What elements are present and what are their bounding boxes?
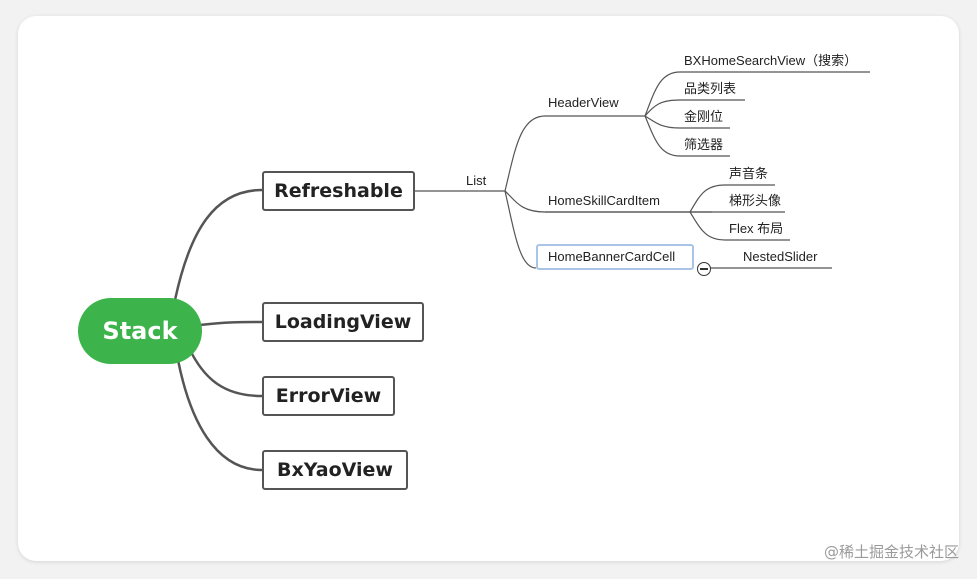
node-flex-layout[interactable]: Flex 布局 <box>729 221 784 236</box>
node-headerview[interactable]: HeaderView <box>548 95 619 110</box>
link-skill-flex <box>689 211 790 241</box>
node-nestedslider[interactable]: NestedSlider <box>743 249 818 264</box>
root-node-stack[interactable]: Stack <box>78 298 202 364</box>
node-errorview[interactable]: ErrorView <box>262 376 395 416</box>
node-refreshable[interactable]: Refreshable <box>262 171 415 211</box>
link-stack-refreshable <box>173 188 263 301</box>
watermark: @稀土掘金技术社区 <box>823 543 959 561</box>
node-trapezoid-avatar[interactable]: 梯形头像 <box>729 193 782 208</box>
link-header-category <box>644 99 745 117</box>
node-bxhomesearchview[interactable]: BXHomeSearchView（搜索） <box>684 53 858 68</box>
node-homebannercardcell[interactable]: HomeBannerCardCell <box>548 249 676 264</box>
link-stack-loadingview <box>199 320 263 327</box>
link-list-bannercell <box>504 190 537 269</box>
node-category-list[interactable]: 品类列表 <box>684 81 737 96</box>
node-list[interactable]: List <box>466 173 487 188</box>
mindmap-canvas <box>18 16 959 561</box>
link-list-headerview <box>504 115 645 192</box>
node-loadingview[interactable]: LoadingView <box>262 302 424 342</box>
link-stack-bxyaoview <box>176 359 263 472</box>
link-stack-errorview <box>188 349 263 398</box>
node-jingang[interactable]: 金刚位 <box>684 109 724 124</box>
minus-circle-icon[interactable] <box>697 262 711 276</box>
link-header-searchview <box>644 71 870 117</box>
node-sound-bar[interactable]: 声音条 <box>729 166 769 181</box>
link-header-filter <box>644 115 730 157</box>
node-bxyaoview[interactable]: BxYaoView <box>262 450 408 490</box>
link-header-jingang <box>644 115 730 129</box>
node-homeskillcarditem[interactable]: HomeSkillCardItem <box>548 193 660 208</box>
selection-box <box>536 244 694 270</box>
link-list-skillcard <box>504 190 690 213</box>
link-skill-soundbar <box>689 184 775 213</box>
node-filter[interactable]: 筛选器 <box>684 137 724 152</box>
